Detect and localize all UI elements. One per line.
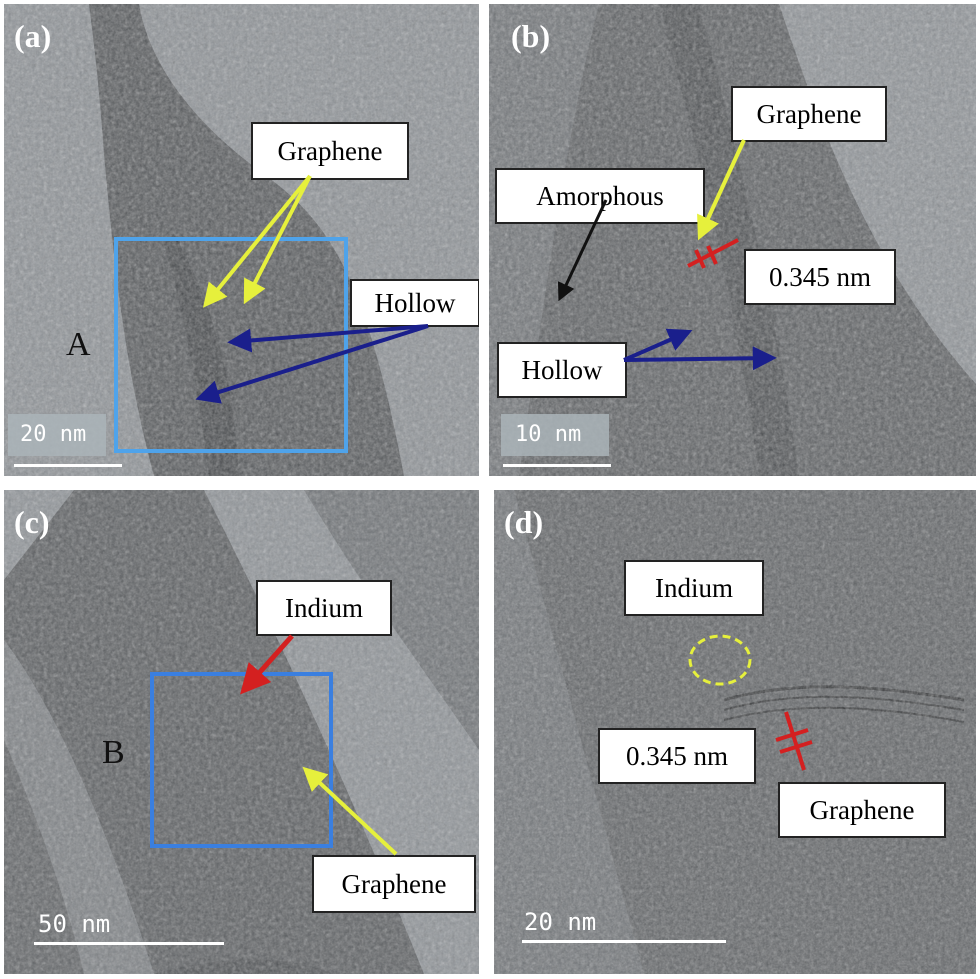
region-letter-a: A bbox=[66, 326, 91, 363]
callout-amorphous-b: Amorphous bbox=[495, 168, 705, 224]
panel-c: (c) B Indium Graphene 50 nm bbox=[4, 490, 479, 974]
scale-bar-label-c: 50 nm bbox=[38, 910, 111, 938]
callout-hollow-b: Hollow bbox=[497, 342, 627, 398]
scale-bar-box-a bbox=[8, 414, 106, 456]
region-letter-c: B bbox=[102, 734, 125, 771]
region-box-a bbox=[114, 237, 348, 453]
callout-spacing-d: 0.345 nm bbox=[598, 728, 756, 784]
callout-graphene-c: Graphene bbox=[312, 855, 476, 913]
scale-bar-box-b bbox=[501, 414, 609, 456]
callout-indium-d: Indium bbox=[624, 560, 764, 616]
tem-image-b bbox=[489, 4, 976, 476]
scale-bar-a bbox=[14, 464, 122, 467]
scale-bar-c bbox=[34, 942, 224, 945]
scale-bar-label-d: 20 nm bbox=[524, 908, 597, 936]
callout-indium-c: Indium bbox=[256, 580, 392, 636]
panel-a-label: (a) bbox=[14, 18, 52, 54]
callout-hollow-a: Hollow bbox=[350, 279, 479, 327]
panel-a: (a) A Graphene Hollow 20 nm bbox=[4, 4, 479, 476]
panel-c-label: (c) bbox=[14, 504, 50, 540]
scale-bar-d bbox=[522, 940, 726, 943]
scale-bar-label-a: 20 nm bbox=[20, 422, 87, 447]
scale-bar-b bbox=[503, 464, 611, 467]
region-box-c bbox=[150, 672, 333, 848]
callout-graphene-b: Graphene bbox=[731, 86, 887, 142]
callout-spacing-b: 0.345 nm bbox=[744, 249, 896, 305]
panel-b: (b) Graphene Amorphous 0.345 nm Hollow 1… bbox=[489, 4, 976, 476]
callout-graphene-a: Graphene bbox=[251, 122, 409, 180]
panel-b-label: (b) bbox=[511, 18, 551, 54]
panel-d-label: (d) bbox=[504, 504, 544, 540]
callout-graphene-d: Graphene bbox=[778, 782, 946, 838]
scale-bar-label-b: 10 nm bbox=[515, 422, 582, 447]
panel-d: (d) Indium 0.345 nm Graphene 20 nm bbox=[494, 490, 976, 974]
